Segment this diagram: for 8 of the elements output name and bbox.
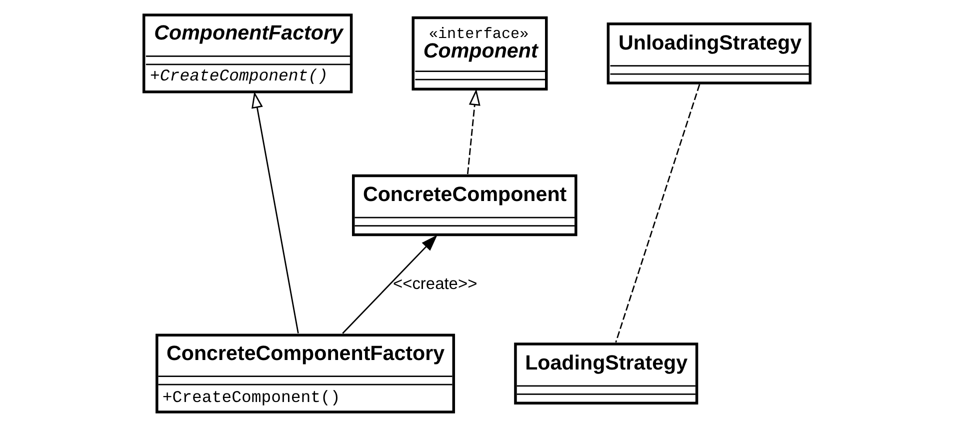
- connector: [614, 84, 700, 343]
- arrow: [466, 88, 480, 174]
- node-box: ConcreteComponent: [352, 174, 577, 236]
- arrow: [342, 234, 437, 334]
- node-box: ConcreteComponentFactory +CreateComponent(): [155, 334, 455, 414]
- arrow: [251, 92, 298, 334]
- edge-label: <<create>>: [392, 275, 477, 294]
- node-box: LoadingStrategy: [514, 342, 698, 404]
